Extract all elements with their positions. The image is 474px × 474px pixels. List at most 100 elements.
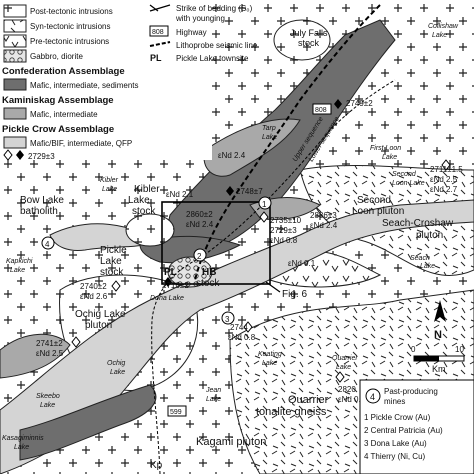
label-seach-lake-2: Lake bbox=[420, 263, 435, 270]
july-falls-stock bbox=[273, 19, 331, 61]
zircon-open-icon bbox=[111, 280, 121, 292]
mine-marker-1 bbox=[258, 196, 272, 210]
label-keating: Keating bbox=[258, 351, 282, 358]
label-bow-lake: Bow Lake bbox=[20, 195, 64, 206]
age-end-2-4-c: εNd 2.4 bbox=[310, 221, 338, 230]
label-ochig-pluton-2: pluton bbox=[85, 320, 112, 331]
mines-title-2: mines bbox=[384, 397, 405, 406]
kaminiskag-unit bbox=[203, 118, 301, 177]
label-kapkichi-lake: Lake bbox=[10, 267, 25, 274]
seismic-legend-icon bbox=[149, 41, 171, 47]
age-end-2-6: εNd 2.6 bbox=[80, 292, 108, 301]
age-2860: 2860±2 bbox=[186, 210, 213, 219]
label-quarrier-lake-2: Lake bbox=[336, 364, 351, 371]
legend-kaminiskag-desc: Mafic, intermediate bbox=[30, 110, 98, 119]
label-ochig-lake: Ochig bbox=[107, 360, 125, 367]
seismic-line bbox=[194, 4, 381, 281]
label-kasagiminnis-lake: Lake bbox=[14, 444, 29, 451]
legend-zircon-value: 2729±3 bbox=[28, 152, 55, 161]
legend-gabbro-swatch bbox=[3, 49, 27, 63]
kaminiskag-west bbox=[0, 333, 71, 379]
label-highway-599: 599 bbox=[170, 409, 182, 416]
highway-808 bbox=[199, 79, 396, 259]
label-first-loon-lake: Lake bbox=[382, 154, 397, 161]
label-skeebo-lake: Lake bbox=[40, 402, 55, 409]
legend-gabbro-label: Gabbro, diorite bbox=[30, 52, 83, 61]
legend-panel bbox=[0, 0, 212, 160]
label-dona-lake: Dona Lake bbox=[150, 295, 184, 302]
legend-highway-number: 808 bbox=[152, 29, 164, 36]
label-pickle-stock-1: Pickle bbox=[100, 245, 127, 256]
age-end-0-8-b: εNd 0.8 bbox=[228, 333, 256, 342]
mine-marker-2-num: 2 bbox=[197, 252, 202, 261]
age-end-2-4-b: εNd 2.4 bbox=[186, 220, 214, 229]
highway-808-shield-icon bbox=[312, 103, 332, 115]
age-2836: 2836±3 bbox=[310, 211, 337, 220]
age-2820: 2820 bbox=[338, 385, 356, 394]
label-collishaw: Collishaw bbox=[428, 23, 459, 30]
zircon-open-icon bbox=[259, 211, 269, 223]
age-2729: 2729±3 bbox=[270, 226, 297, 235]
fig6-outline bbox=[161, 201, 271, 285]
label-second-loon: Second bbox=[392, 171, 417, 178]
mine-marker-4-num: 4 bbox=[45, 240, 50, 249]
legend-confederation-title: Confederation Assemblage bbox=[2, 66, 125, 77]
label-skeebo: Skeebo bbox=[36, 393, 60, 400]
legend-confederation-desc: Mafic, intermediate, sediments bbox=[30, 81, 139, 90]
zircon-filled-icon bbox=[334, 99, 342, 109]
label-kasagiminnis: Kasagiminnis bbox=[2, 435, 44, 442]
zircon-open-icon bbox=[243, 321, 253, 333]
label-july-falls: July Falls bbox=[290, 28, 328, 38]
kibler-lake-stock bbox=[125, 213, 175, 247]
label-second-loon-pluton-2: Loon pluton bbox=[352, 206, 404, 217]
bedding-icon bbox=[149, 4, 171, 12]
zircon-open-icon bbox=[71, 336, 81, 348]
mine-marker-3-num: 3 bbox=[225, 315, 230, 324]
highway-599-shield-icon bbox=[167, 405, 187, 417]
legend-pickle-crow-swatch bbox=[3, 136, 27, 149]
legend-pickle-crow-title: Pickle Crow Assemblage bbox=[2, 124, 114, 135]
label-hb: HB bbox=[202, 267, 216, 278]
mine-marker-4 bbox=[41, 236, 55, 250]
legend-pre-label: Pre-tectonic intrusions bbox=[30, 37, 109, 46]
age-2741: 2741±2 bbox=[36, 339, 63, 348]
legend-townsite: Pickle Lake townsite bbox=[176, 54, 249, 63]
label-seach-croshaw: Seach-Croshaw bbox=[382, 218, 454, 229]
legend-kaminiskag-title: Kaminiskag Assemblage bbox=[2, 95, 114, 106]
label-quarrier-lake: Quarrier bbox=[332, 355, 358, 362]
legend-confederation-swatch bbox=[3, 78, 27, 91]
age-2749: 2749±2 bbox=[346, 99, 373, 108]
age-end-0-1: εNd 0.1 bbox=[288, 259, 316, 268]
label-kibler-lake: Lake bbox=[102, 186, 117, 193]
label-kibler: Kibler bbox=[100, 177, 119, 184]
age-2748: 2748±7 bbox=[236, 187, 263, 196]
mines-title-1: Past-producing bbox=[384, 387, 438, 396]
label-pickle-stock-3: stock bbox=[100, 267, 124, 278]
legend-bedding-2: with younging bbox=[175, 14, 225, 23]
age-end-2-4-a: εNd 2.4 bbox=[218, 151, 246, 160]
mine-marker-1-num: 1 bbox=[262, 200, 267, 209]
label-fig6: Fig. 6 bbox=[282, 289, 307, 300]
legend-diamond-open-icon bbox=[3, 149, 13, 161]
legend-syn-swatch bbox=[3, 19, 27, 33]
mines-legend-circle bbox=[365, 388, 381, 404]
label-batholith: batholith bbox=[20, 206, 58, 217]
legend-diamond-filled-icon bbox=[16, 150, 24, 160]
label-second-loon-pluton-1: Second bbox=[357, 195, 391, 206]
label-highway-808: 808 bbox=[315, 107, 327, 114]
label-july-falls-stock: stock bbox=[298, 38, 320, 48]
fig6-arrow-icon bbox=[265, 281, 281, 293]
zircon-filled-icon bbox=[164, 277, 172, 287]
mine-marker-3 bbox=[221, 311, 235, 325]
label-tarp-lake: Lake bbox=[262, 134, 277, 141]
north-label: N bbox=[434, 329, 442, 341]
zircon-open-icon bbox=[441, 159, 451, 171]
legend-syn-label: Syn-tectonic intrusions bbox=[30, 22, 110, 31]
zircon-open-icon bbox=[335, 371, 345, 383]
label-pickle-stock-2: Lake bbox=[100, 256, 122, 267]
label-first-loon: First Loon bbox=[370, 145, 401, 152]
label-tarp: Tarp bbox=[262, 125, 276, 132]
age-2744: 2744 bbox=[230, 323, 248, 332]
legend-pre-swatch bbox=[3, 34, 27, 48]
mine-2: 2 Central Patricia (Au) bbox=[364, 426, 443, 435]
